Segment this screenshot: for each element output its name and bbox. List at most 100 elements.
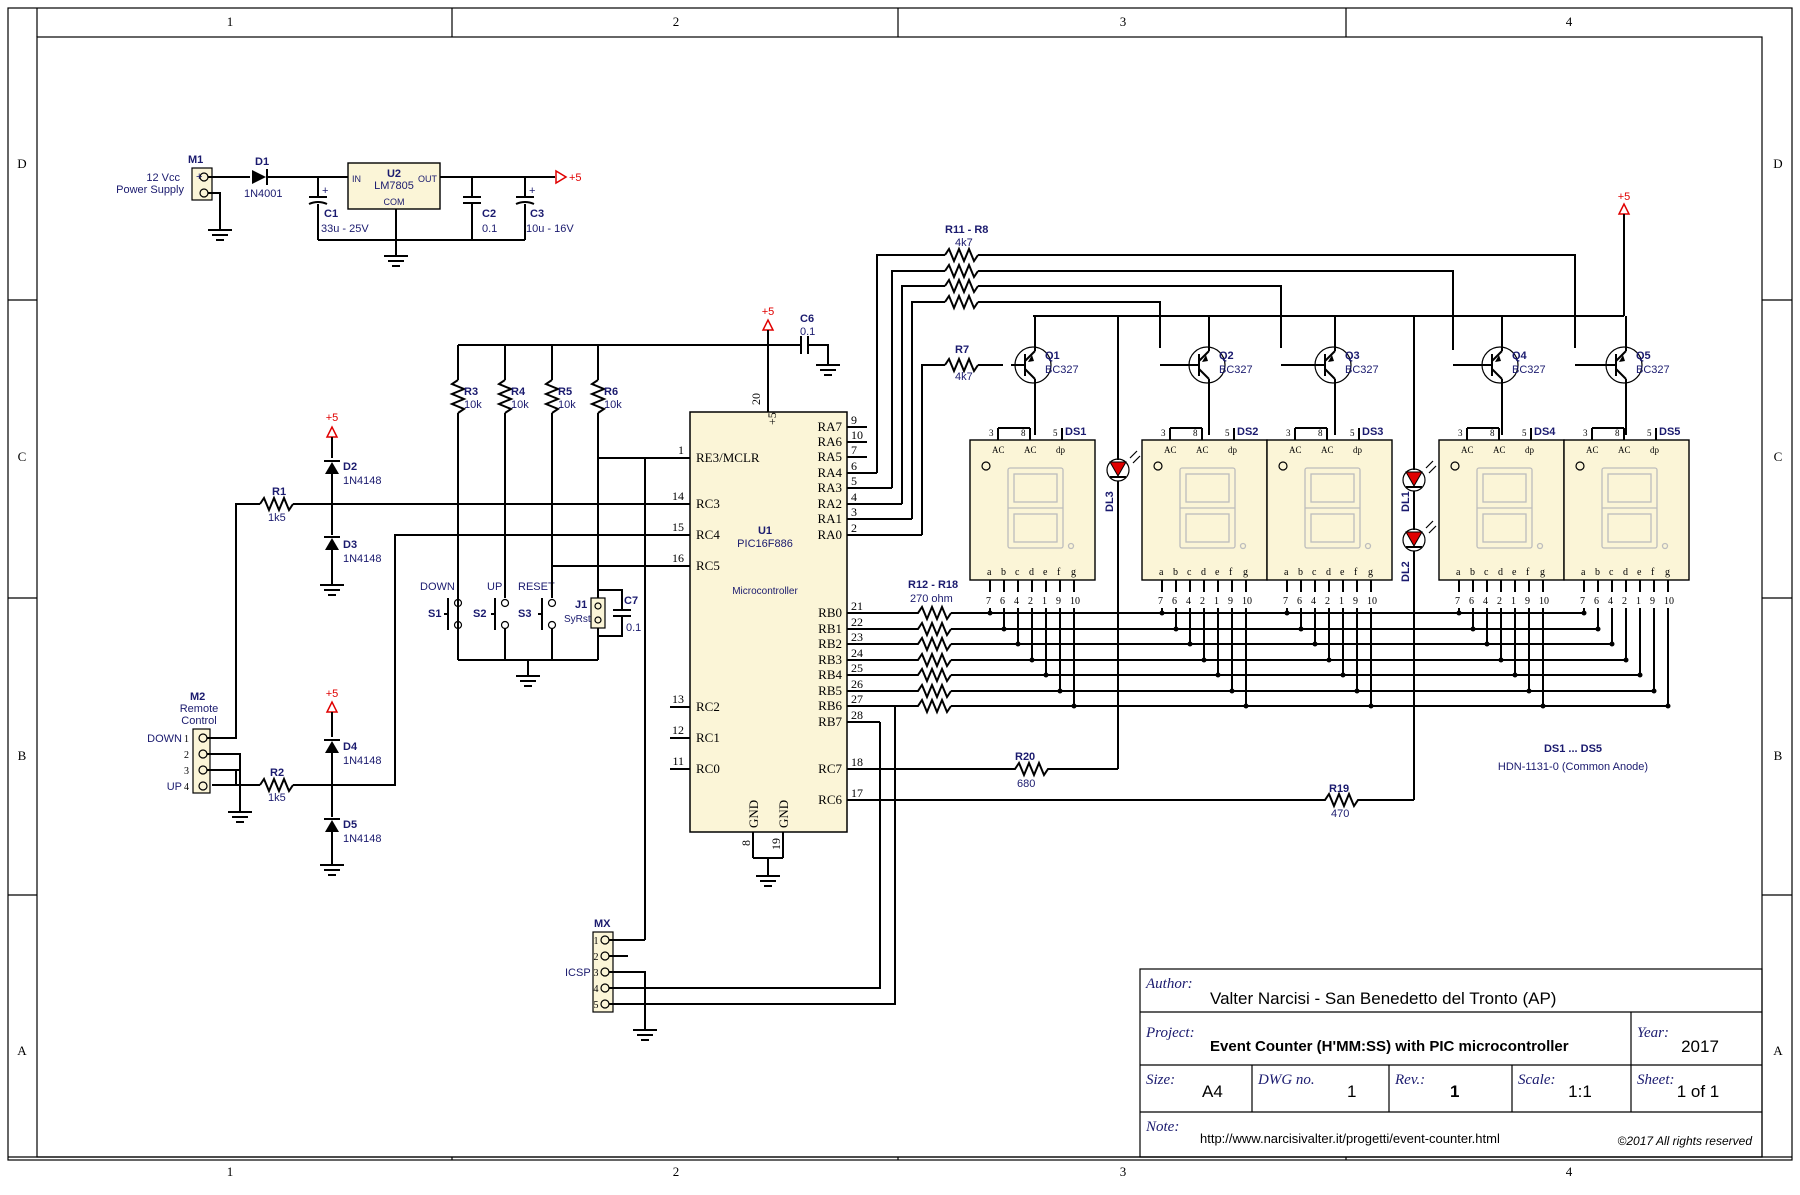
c6-value: 0.1 [800,326,815,338]
zone-row-b-right: B [1774,748,1783,763]
transistor-ref: Q3 [1345,350,1360,362]
m1-label-1: 12 Vcc [146,172,180,184]
vcc-label: +5 [762,306,775,318]
mcu-supply: +5 C6 0.1 [458,306,840,376]
zone-col-1-top: 1 [227,14,234,29]
r5: R5 10k [543,345,576,566]
pin-num: 15 [672,520,684,534]
segment-line-e [912,608,1643,684]
r20-value: 680 [1017,778,1035,790]
display-top-pin-name: AC [1618,445,1631,455]
tb-year-label: Year: [1637,1025,1669,1041]
display-pin-num: 9 [1056,596,1061,607]
r6-value: 10k [604,399,622,411]
display-pin-num: 1 [1511,596,1516,607]
tb-author: Valter Narcisi - San Benedetto del Tront… [1210,989,1556,1008]
display-pin-num: 9 [1228,596,1233,607]
d3-value: 1N4148 [343,553,382,565]
s2-ref: S2 [473,608,486,620]
display-pin-num: 6 [1297,596,1302,607]
mx-pin-2: 2 [594,952,599,963]
u1-vdd-label: +5 [765,412,779,425]
zone-row-a-left: A [17,1043,27,1058]
r4: R4 10k [496,345,529,535]
d2-diode-icon [324,460,340,474]
s1-label: DOWN [420,581,455,593]
display-pin-num: 4 [1311,596,1316,607]
digit-res-ref: R11 - R8 [945,224,988,236]
pin-name: RC6 [818,792,842,807]
zone-row-a-right: A [1773,1043,1783,1058]
pin-name: RA6 [817,434,842,449]
tb-size-label: Size: [1146,1072,1175,1088]
transistor-value: BC327 [1345,364,1379,376]
c1-ref: C1 [324,208,338,220]
dl2-ref: DL2 [1400,561,1412,582]
u1-gnd2-num: 19 [769,838,783,850]
mx-pin-4: 4 [594,984,599,995]
u2-regulator [347,162,441,210]
display-top-pin: 3 [1583,428,1588,438]
r6: R6 10k [589,345,622,586]
d3-ref: D3 [343,539,357,551]
r4-value: 10k [511,399,529,411]
display-top-pin: 8 [1490,428,1495,438]
display-seg-name: e [1043,567,1048,578]
tb-project-label: Project: [1145,1025,1195,1041]
pin-name: RB6 [818,698,842,713]
display-pin-num: 2 [1028,596,1033,607]
ground-icon [633,1029,657,1041]
r2-ref: R2 [270,767,284,779]
zone-col-1-bottom: 1 [227,1164,234,1179]
display-pin-num: 6 [1172,596,1177,607]
r7-value: 4k7 [955,371,973,383]
zone-col-3-top: 3 [1120,14,1127,29]
c3-ref: C3 [530,208,544,220]
display-seg-name: a [1581,567,1586,578]
m1-ref: M1 [188,154,203,166]
display-seg-name: g [1368,567,1373,578]
zone-col-4-top: 4 [1566,14,1573,29]
ground-icon [208,229,232,241]
zone-col-4-bottom: 4 [1566,1164,1573,1179]
pin-num: 16 [672,551,684,565]
display-top-pin-name: dp [1353,445,1363,455]
display-seg-name: c [1187,567,1192,578]
tb-url[interactable]: http://www.narcisivalter.it/progetti/eve… [1200,1131,1500,1146]
segment-line-d [912,608,1629,669]
r19-ref: R19 [1329,783,1349,795]
display-seg-name: a [1159,567,1164,578]
pin-num: 10 [851,428,863,442]
display-top-pin: 3 [1286,428,1291,438]
s3-label: RESET [518,581,555,593]
display-pin-num: 2 [1622,596,1627,607]
tb-size: A4 [1202,1082,1223,1101]
display-pin-num: 1 [1636,596,1641,607]
display-pin-num: 7 [1158,596,1163,607]
u2-com: COM [384,197,405,207]
d4-value: 1N4148 [343,755,382,767]
s2-switch: S2 UP [473,535,510,660]
display-seg-name: a [1456,567,1461,578]
display-pin-num: 1 [1214,596,1219,607]
d5-diode-icon [324,818,340,832]
zone-col-2-top: 2 [673,14,680,29]
c6-ref: C6 [800,313,814,325]
display-pin-num: 2 [1497,596,1502,607]
display-pin-num: 4 [1186,596,1191,607]
display-pin-num: 4 [1483,596,1488,607]
d5-value: 1N4148 [343,833,382,845]
r1-ref: R1 [272,486,286,498]
pin-name: RC0 [696,761,720,776]
d2-value: 1N4148 [343,475,382,487]
tb-dwg: 1 [1347,1082,1356,1101]
display-pin-num: 9 [1353,596,1358,607]
ground-icon [756,875,780,887]
pin-num: 3 [851,505,857,519]
